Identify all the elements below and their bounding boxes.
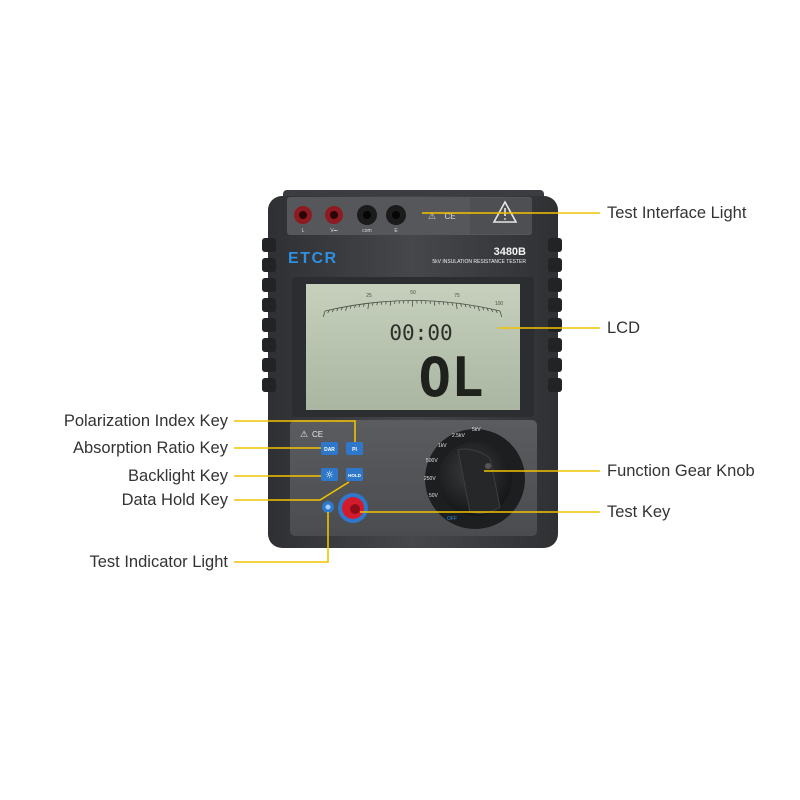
- callout-absorption-ratio-key: Absorption Ratio Key: [72, 439, 228, 457]
- model-number: 3480B: [494, 246, 526, 258]
- range-1kv: 1kV: [438, 443, 447, 449]
- callout-test-indicator-light: Test Indicator Light: [89, 553, 229, 571]
- terminal-e: [386, 205, 406, 225]
- test-key[interactable]: [338, 493, 368, 523]
- lcd-scale-tick: [363, 303, 365, 307]
- lcd-scale-tick: [482, 307, 485, 311]
- callout-test-interface-light: Test Interface Light: [607, 204, 747, 222]
- polarization-index-key[interactable]: PI: [346, 442, 363, 455]
- range-250v: 250V: [424, 476, 436, 482]
- lcd-scale-tick: [354, 304, 356, 309]
- terminal-label-e: E: [394, 228, 398, 234]
- test-indicator-light: [322, 501, 334, 513]
- callout-test-key: Test Key: [607, 503, 671, 521]
- lcd-scale-tick: [331, 308, 335, 313]
- left-grip: [262, 238, 276, 392]
- leader-data-hold-key: [234, 481, 350, 501]
- range-2-5kv: 2.5kV: [452, 433, 465, 439]
- range-500v: 500V: [426, 458, 438, 464]
- control-panel: ⚠ CE DAR PI ☼ HOLD: [290, 420, 537, 536]
- pi-label: PI: [352, 447, 357, 453]
- lcd-main-readout: OL: [418, 346, 483, 409]
- lcd-scale-tick: [477, 306, 480, 312]
- lcd-scale-tick: [464, 304, 467, 308]
- lcd-scale-tick: [451, 302, 454, 306]
- hold-label: HOLD: [348, 473, 361, 478]
- lcd-display: 25 50 75 100 00:00 OL: [292, 277, 534, 417]
- brand-logo: ETCR: [288, 250, 338, 267]
- lcd-scale-tick: [438, 301, 440, 305]
- terminal-panel: L V⎓ com E ⚠ CE: [287, 197, 532, 235]
- callout-polarization-index-key: Polarization Index Key: [63, 412, 228, 430]
- absorption-ratio-key[interactable]: DAR: [321, 442, 338, 455]
- brand-strip: ETCR 3480B 5kV INSULATION RESISTANCE TES…: [288, 246, 526, 267]
- model-subtitle: 5kV INSULATION RESISTANCE TESTER: [432, 259, 526, 265]
- panel-warning-icon: ⚠: [300, 430, 308, 440]
- terminal-label-com: com: [362, 228, 371, 234]
- lcd-scale-tick: [336, 307, 339, 312]
- lcd-scale-tick: [367, 303, 370, 310]
- lcd-scale-tick: [340, 307, 343, 311]
- lcd-scale-50: 50: [410, 290, 416, 296]
- terminal-com: [357, 205, 377, 225]
- callout-backlight-key: Backlight Key: [128, 467, 228, 485]
- terminal-v: [325, 206, 343, 224]
- lcd-scale-tick: [322, 310, 326, 318]
- lcd-timer-readout: 00:00: [389, 321, 452, 345]
- range-50v: 50V: [429, 493, 439, 499]
- panel-ce-mark: CE: [312, 430, 323, 439]
- lcd-scale-75: 75: [454, 293, 460, 299]
- lcd-scale-tick: [442, 301, 445, 305]
- lcd-scale-tick: [376, 302, 378, 306]
- ce-mark: CE: [444, 212, 455, 221]
- leader-polarization-index-key: [234, 420, 356, 442]
- lcd-scale-ticks: [322, 300, 503, 318]
- lcd-scale-tick: [486, 307, 489, 312]
- terminal-label-v: V⎓: [330, 228, 337, 234]
- function-gear-knob[interactable]: [425, 429, 525, 529]
- dar-label: DAR: [324, 447, 335, 453]
- knob-range-labels: 2.5kV 5kV 1kV 500V 250V 50V OFF: [424, 427, 481, 522]
- lcd-scale-tick: [447, 302, 449, 306]
- lcd-scale-tick: [380, 301, 383, 305]
- lcd-scale-tick: [499, 310, 503, 318]
- lcd-scale-tick: [495, 309, 498, 314]
- lcd-scale-tick: [371, 302, 374, 306]
- lcd-scale-tick: [349, 305, 352, 309]
- callout-lcd: LCD: [607, 319, 641, 337]
- lcd-scale-tick: [385, 301, 387, 305]
- data-hold-key[interactable]: HOLD: [346, 468, 363, 481]
- lcd-scale-tick: [473, 305, 476, 309]
- lcd-scale-tick: [345, 306, 348, 312]
- range-5kv: 5kV: [472, 427, 481, 433]
- lcd-scale-tick: [469, 304, 471, 309]
- lcd-scale-tick: [490, 308, 494, 313]
- lcd-scale-tick: [455, 303, 458, 310]
- lcd-scale-100: 100: [495, 301, 504, 307]
- test-interface-light: [492, 200, 518, 223]
- backlight-key[interactable]: ☼: [321, 468, 338, 481]
- lcd-scale-tick: [327, 309, 330, 314]
- warning-icon: ⚠: [428, 212, 436, 222]
- leader-test-indicator-light: [234, 512, 329, 563]
- lcd-scale-tick: [460, 303, 462, 307]
- range-off: OFF: [447, 516, 457, 522]
- callout-data-hold-key: Data Hold Key: [121, 491, 228, 509]
- terminal-label-l: L: [302, 228, 305, 234]
- lcd-scale-25: 25: [366, 293, 372, 299]
- terminal-l: [294, 206, 312, 224]
- leader-lines: [234, 212, 600, 563]
- lcd-scale-tick: [358, 304, 361, 308]
- backlight-icon: ☼: [325, 470, 334, 481]
- callout-function-gear-knob: Function Gear Knob: [607, 462, 755, 480]
